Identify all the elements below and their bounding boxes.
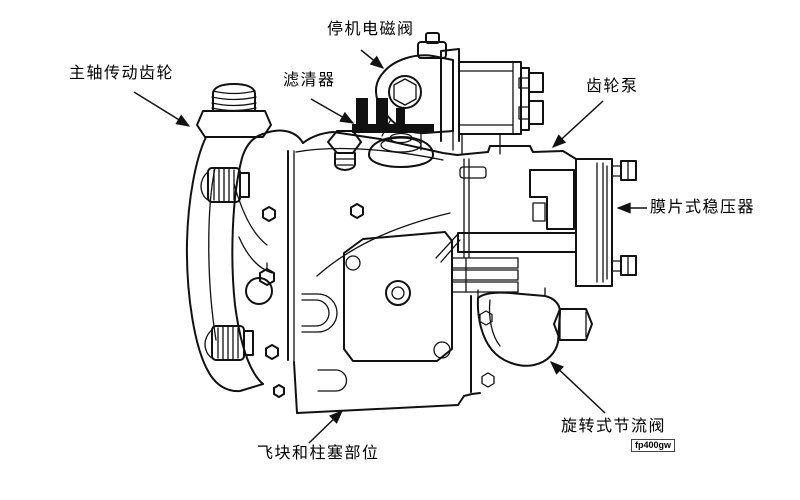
filter-cap [327,130,362,171]
leader-gear-pump [551,100,604,148]
lower-knurled-knob [204,325,254,361]
leader-throttle [549,361,606,414]
label-main-shaft-drive-gear: 主轴传动齿轮 [69,65,175,82]
terminal-bars [352,98,434,133]
stop-solenoid-valve [375,32,544,155]
bell-housing [185,129,304,393]
drive-shaft-threads [196,83,272,138]
leader-main-shaft [133,91,191,127]
rotary-throttle-valve [476,287,593,367]
leader-flyweight [308,410,344,444]
leader-filter [310,98,355,124]
governor-cover-plate [343,231,453,362]
label-diaphragm-regulator: 膜片式稳压器 [650,199,756,216]
label-stop-solenoid-valve: 停机电磁阀 [327,21,415,38]
label-gear-pump: 齿轮泵 [586,78,639,95]
label-rotary-throttle-valve: 旋转式节流阀 [561,418,667,435]
regulator-end-plate [575,158,637,287]
gear-pump-block [435,145,577,395]
label-filter: 滤清器 [283,72,336,89]
seam-plug-and-bolts [245,203,364,398]
upper-knurled-knob [200,167,250,203]
leader-arrows [133,49,647,444]
leader-solenoid [360,49,385,69]
figure-code-badge: fp400gw [631,439,676,452]
main-body [287,131,473,414]
label-flyweight-plunger-area: 飞块和柱塞部位 [257,445,380,462]
